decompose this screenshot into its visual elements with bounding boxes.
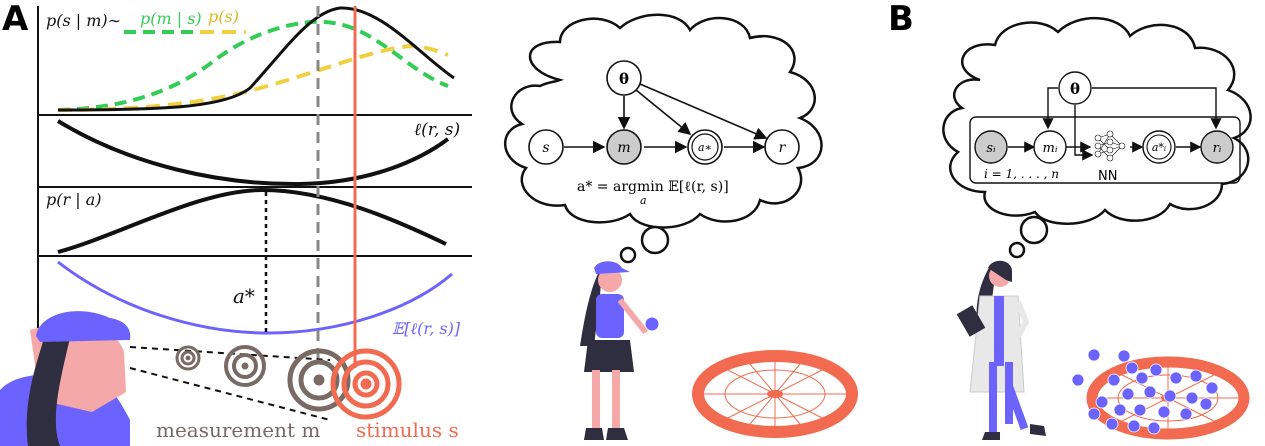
node-a: [687, 129, 723, 165]
panel-b: B: [888, 0, 1252, 259]
ball: [644, 316, 660, 332]
expected-loss-label: 𝔼[ℓ(r, s)]: [392, 319, 461, 338]
node-b-m-label: mᵢ: [1043, 141, 1058, 156]
graphical-model-a: θ s m a∗ r a* = argmin 𝔼[ℓ(r, s)] a: [528, 60, 800, 207]
node-a-label: a∗: [698, 141, 712, 154]
prior-curve: [57, 43, 449, 112]
prior-label: p(s): [208, 7, 239, 26]
node-b-r-label: rᵢ: [1213, 141, 1222, 156]
target-small: [175, 345, 201, 371]
node-b-m: [1033, 130, 1067, 164]
node-theta: [606, 60, 642, 96]
node-b-s: [974, 130, 1008, 164]
observer-head: [0, 311, 131, 446]
node-b-a-label: a*ᵢ: [1152, 141, 1166, 154]
scientist-figure: [956, 260, 1046, 440]
action-label: a*: [233, 284, 255, 308]
node-r: [764, 129, 800, 165]
node-b-theta: [1058, 71, 1092, 105]
response-curve: [57, 187, 447, 254]
node-theta-label: θ: [619, 70, 629, 88]
node-r-label: r: [779, 140, 787, 156]
response-label: p(r | a): [46, 190, 101, 209]
neural-net-icon: [1094, 130, 1126, 162]
loss-label: ℓ(r, s): [414, 120, 460, 140]
plot-axes: [37, 6, 472, 338]
expected-loss-curve: [57, 260, 453, 335]
panel-b-letter: B: [888, 0, 914, 39]
node-b-a: [1142, 130, 1176, 164]
posterior-curve: [57, 6, 455, 112]
target-large: [287, 348, 351, 412]
thought-bubble-a: [504, 13, 823, 264]
target-ellipse-a: [692, 350, 858, 438]
node-s: [528, 129, 564, 165]
posterior-label: p(s | m)∼: [46, 11, 121, 30]
player-figure: [580, 261, 652, 440]
node-m: [606, 129, 642, 165]
stimulus-caption: stimulus s: [356, 418, 459, 442]
loss-curve: [56, 119, 450, 187]
panel-a: A p(s | m)∼ p(m | s) p(s) ℓ(r, s) p(r | …: [2, 0, 472, 368]
node-s-label: s: [542, 140, 549, 156]
measurement-caption: measurement m: [156, 418, 320, 442]
node-b-s-label: sᵢ: [986, 141, 996, 156]
decision-equation-sub: a: [640, 194, 647, 207]
stimulus-target: [330, 348, 402, 420]
plate-label: i = 1, . . . , n: [984, 167, 1059, 181]
plate: [969, 116, 1241, 184]
target-medium: [224, 345, 266, 387]
likelihood-curve: [57, 19, 449, 112]
nn-label: NN: [1098, 169, 1117, 184]
ball-cloud: [1071, 348, 1219, 435]
node-m-label: m: [617, 140, 630, 156]
node-b-r: [1200, 130, 1234, 164]
decision-equation: a* = argmin 𝔼[ℓ(r, s)]: [577, 179, 729, 195]
node-b-theta-label: θ: [1070, 80, 1080, 98]
measurement-targets: [175, 345, 351, 412]
likelihood-label: p(m | s): [140, 9, 202, 28]
panel-a-letter: A: [2, 0, 29, 39]
